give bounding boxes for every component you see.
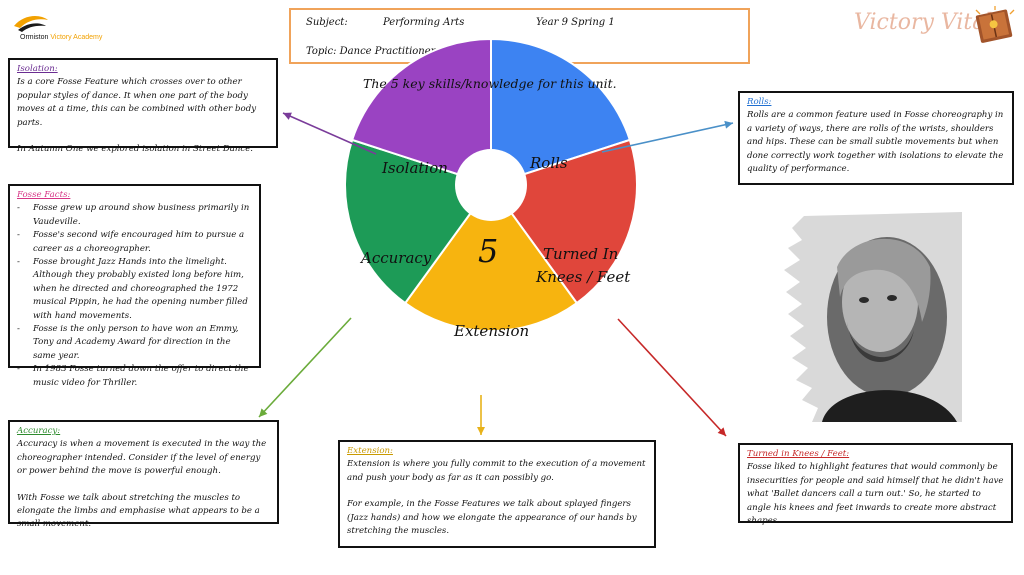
accuracy-text: Accuracy is when a movement is executed … [17, 439, 267, 477]
fosse-facts-title: Fosse Facts: [17, 190, 71, 200]
isolation-title: Isolation: [17, 64, 58, 74]
turned-in-box: Turned in Knees / Feet: Fosse liked to h… [738, 443, 1013, 526]
extension-title: Extension: [347, 446, 393, 456]
fact-item: Fosse is the only person to have won an … [17, 323, 252, 363]
wheel-segment-rolls [490, 37, 632, 187]
ormiston-emblem-icon [14, 16, 48, 32]
accuracy-title: Accuracy: [17, 426, 61, 436]
fosse-facts-list: Fosse grew up around show business prima… [17, 202, 252, 390]
logo-name-2: Victory Academy [50, 34, 103, 41]
label-turned-line1: Turned In [543, 245, 619, 263]
fact-item: In 1983 Fosse turned down the offer to d… [17, 363, 252, 390]
victory-vitals-logo: Victory Vital's [852, 6, 1022, 46]
wheel-center-number: 5 [478, 232, 499, 270]
rolls-box: Rolls: Rolls are a common feature used i… [738, 91, 1014, 185]
accuracy-text-2: With Fosse we talk about stretching the … [17, 492, 260, 530]
label-extension: Extension [454, 322, 530, 340]
fact-item: Fosse's second wife encouraged him to pu… [17, 229, 252, 256]
term-label: Year 9 Spring 1 [536, 17, 615, 28]
extension-text-2: For example, in the Fosse Features we ta… [347, 499, 637, 537]
arrow-to-rolls [601, 120, 734, 153]
ormiston-logo: Ormiston Victory Academy [10, 12, 130, 46]
bob-fosse-photo [782, 212, 962, 422]
wheel-segment-isolation [350, 37, 492, 187]
extension-box: Extension: Extension is where you fully … [338, 440, 656, 548]
arrow-to-accuracy [258, 317, 352, 418]
fact-item: Fosse grew up around show business prima… [17, 202, 252, 229]
logo-name: Ormiston [20, 34, 49, 41]
turned-in-title: Turned in Knees / Feet: [747, 449, 850, 459]
rolls-title: Rolls: [747, 97, 772, 107]
portrait-image [784, 212, 962, 422]
accuracy-box: Accuracy: Accuracy is when a movement is… [8, 420, 279, 529]
wheel-segment-turned-in [489, 138, 638, 305]
label-turned-line2: Knees / Feet [536, 268, 631, 286]
wheel-segment-extension [403, 183, 579, 332]
subject-value: Performing Arts [383, 17, 465, 28]
label-rolls: Rolls [530, 154, 568, 172]
book-icon [975, 6, 1015, 43]
arrow-to-extension [477, 395, 485, 435]
isolation-text-2: In Autumn One we explored isolation in S… [17, 144, 254, 155]
extension-text: Extension is where you fully commit to t… [347, 459, 646, 483]
label-isolation: Isolation [382, 159, 448, 177]
fact-item: Fosse brought Jazz Hands into the limeli… [17, 256, 252, 323]
arrow-to-isolation [282, 112, 377, 155]
wheel-center-hole [455, 149, 527, 221]
arrow-to-turned-in [617, 318, 727, 437]
isolation-text: Is a core Fosse Feature which crosses ov… [17, 77, 257, 128]
isolation-box: Isolation: Is a core Fosse Feature which… [8, 58, 278, 154]
wheel-segment-accuracy [344, 138, 493, 305]
topic-label: Topic: Dance Practitioner: Bob Fosse [306, 46, 494, 57]
label-accuracy: Accuracy [361, 249, 432, 267]
subject-label: Subject: [306, 17, 348, 28]
fosse-facts-box: Fosse Facts: Fosse grew up around show b… [8, 184, 261, 388]
rolls-text: Rolls are a common feature used in Fosse… [747, 110, 1004, 175]
wheel-title: The 5 key skills/knowledge for this unit… [363, 76, 617, 91]
turned-in-text: Fosse liked to highlight features that w… [747, 462, 1004, 527]
